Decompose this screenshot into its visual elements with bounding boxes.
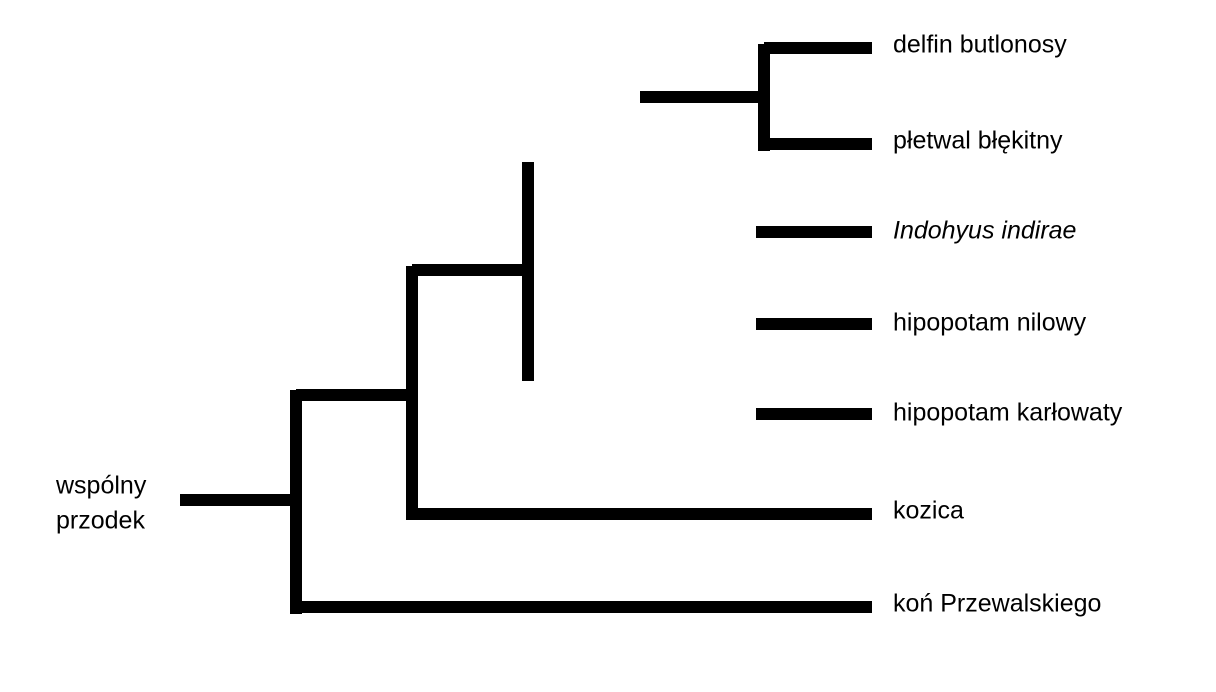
tree-branches (180, 42, 872, 614)
leaf-label-pletwal-blekitny: płetwal błękitny (893, 127, 1063, 155)
leaf-label-delfin-butlonosy: delfin butlonosy (893, 31, 1067, 59)
leaf-label-hipopotam-nilowy: hipopotam nilowy (893, 309, 1087, 337)
root-label-line-1: wspólny (55, 472, 147, 500)
leaf-label-kon-przewalskiego: koń Przewalskiego (893, 590, 1101, 618)
leaf-label-indohyus-indirae: Indohyus indirae (893, 217, 1076, 245)
root-label-line-2: przodek (56, 507, 145, 535)
leaf-label-kozica: kozica (893, 497, 964, 525)
leaf-label-hipopotam-karlowaty: hipopotam karłowaty (893, 399, 1123, 427)
